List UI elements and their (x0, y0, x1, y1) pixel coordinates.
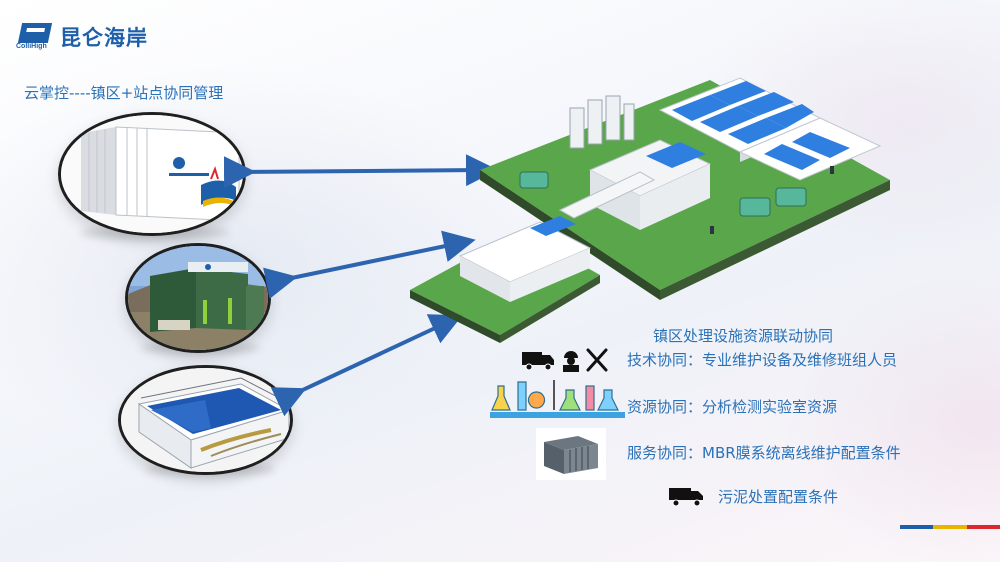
container-station-image (58, 112, 246, 236)
brand-name: 昆仑海岸 (60, 26, 148, 50)
logo-mark-icon: ColliHigh (14, 23, 54, 51)
section-title: 镇区处理设施资源联动协同 (653, 327, 834, 345)
worker-icon (563, 351, 579, 372)
tools-icon (586, 348, 608, 372)
resource-coop-text: 资源协同：分析检测实验室资源 (627, 398, 838, 416)
accent-bar (900, 525, 1000, 529)
arrow-building-to-plant (263, 230, 476, 299)
page-subtitle: 云掌控----镇区+站点协同管理 (24, 84, 224, 102)
arrow-container-to-plant (223, 154, 498, 189)
sludge-text: 污泥处置配置条件 (718, 488, 839, 506)
tech-coop-icons (522, 348, 608, 372)
arrow-tanks-to-plant (270, 314, 463, 417)
truck-icon (669, 488, 703, 507)
tank-station-image (118, 365, 293, 475)
logo-sub-text: ColliHigh (16, 43, 47, 50)
brand-logo: ColliHigh 昆仑海岸 (14, 22, 148, 52)
treatment-plant-illustration (410, 77, 890, 343)
service-coop-text: 服务协同：MBR膜系统离线维护配置条件 (627, 444, 901, 462)
mbr-module-icon (536, 428, 606, 480)
lab-equipment-icon (490, 380, 625, 418)
truck-icon (522, 352, 554, 371)
tech-coop-text: 技术协同：专业维护设备及维修班组人员 (627, 351, 898, 369)
